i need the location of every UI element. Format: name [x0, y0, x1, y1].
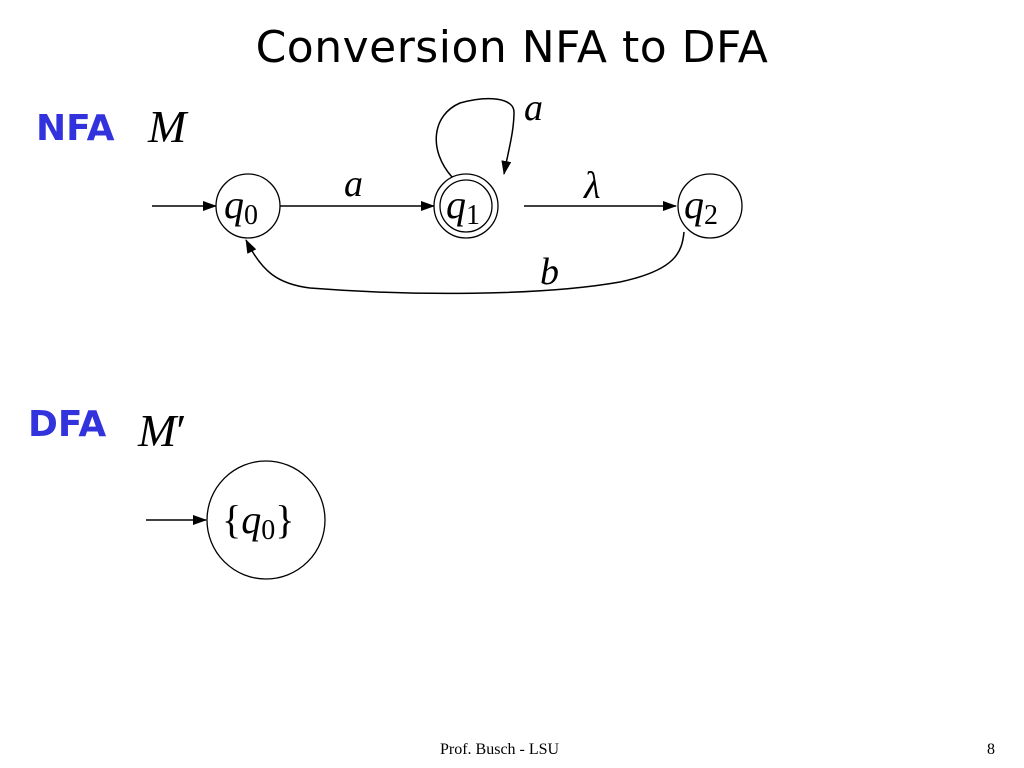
nfa-edge-q0-q1-label: a	[344, 163, 363, 205]
state-subscript: 2	[704, 200, 718, 231]
nfa-state-q0: q0	[215, 173, 281, 239]
nfa-state-q1: q1	[433, 173, 499, 239]
state-subscript: 1	[466, 200, 480, 231]
dfa-machine-name: M′	[137, 405, 186, 456]
nfa-edge-q1-q2-label: λ	[583, 165, 600, 207]
svg-text:{q0}: {q0}	[222, 497, 294, 546]
svg-text:q1: q1	[446, 182, 480, 231]
state-name: q	[224, 182, 244, 227]
nfa-edge-q1-self-loop-label: a	[524, 87, 543, 129]
state-name: q	[241, 497, 261, 542]
nfa-state-q2: q2	[677, 173, 743, 239]
state-subscript: 0	[244, 200, 258, 231]
svg-text:q2: q2	[684, 182, 718, 231]
svg-text:q0: q0	[224, 182, 258, 231]
nfa-machine-name: M	[147, 101, 189, 152]
footer-author: Prof. Busch - LSU	[440, 741, 560, 758]
slide-title: Conversion NFA to DFA	[255, 22, 769, 73]
set-close-brace: }	[275, 497, 294, 542]
nfa-edge-q2-q0	[245, 231, 685, 295]
nfa-label: NFA	[36, 108, 115, 149]
state-name: q	[684, 182, 704, 227]
nfa-edge-q1-self-loop	[435, 97, 515, 178]
prime-mark: ′	[176, 405, 186, 456]
dfa-state-q0-set: {q0}	[206, 460, 326, 580]
page-number: 8	[987, 741, 995, 758]
nfa-edge-q2-q0-label: b	[540, 251, 559, 293]
dfa-label: DFA	[28, 404, 107, 445]
state-subscript: 0	[261, 515, 275, 546]
set-open-brace: {	[222, 497, 241, 542]
state-name: q	[446, 182, 466, 227]
